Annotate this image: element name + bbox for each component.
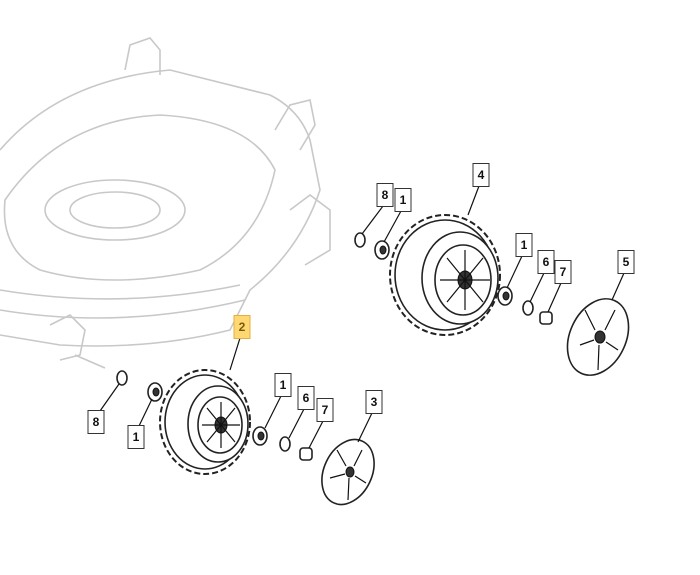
- callout-3[interactable]: 3: [365, 390, 383, 414]
- callout-6[interactable]: 6: [537, 250, 555, 274]
- callout-1[interactable]: 1: [515, 233, 533, 257]
- callout-5[interactable]: 5: [617, 250, 635, 274]
- callout-1[interactable]: 1: [394, 188, 412, 212]
- callout-7[interactable]: 7: [554, 260, 572, 284]
- callout-8[interactable]: 8: [87, 410, 105, 434]
- callout-8[interactable]: 8: [376, 183, 394, 207]
- callout-1[interactable]: 1: [274, 373, 292, 397]
- front-wheel: [159, 369, 251, 475]
- hubcap-3: [321, 438, 375, 506]
- callout-1[interactable]: 1: [127, 425, 145, 449]
- callout-4[interactable]: 4: [472, 163, 490, 187]
- small-parts: [116, 232, 553, 461]
- callout-2-highlighted[interactable]: 2: [233, 315, 251, 339]
- leader-lines: [99, 185, 625, 449]
- callout-6[interactable]: 6: [297, 386, 315, 410]
- callout-7[interactable]: 7: [316, 398, 334, 422]
- mower-deck: [0, 37, 331, 369]
- hubcap-5: [566, 298, 630, 376]
- rear-wheel: [389, 214, 501, 336]
